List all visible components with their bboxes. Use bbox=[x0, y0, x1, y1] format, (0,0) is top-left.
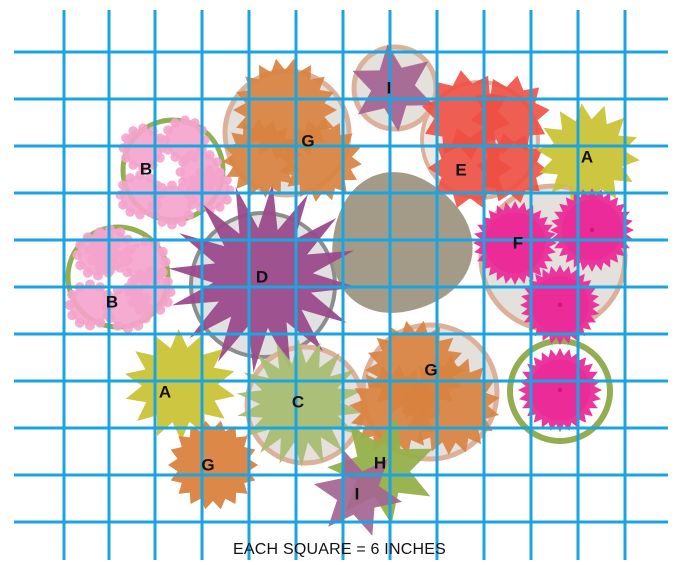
plant-b-clump-scallop bbox=[127, 277, 137, 287]
plant-b-clump-scallop bbox=[155, 269, 165, 279]
plant-b-clump-scallop bbox=[138, 124, 148, 134]
plant-b-clump-scallop bbox=[167, 181, 177, 191]
plant-b-clump-scallop bbox=[85, 321, 95, 331]
plant-b-clump-scallop bbox=[125, 207, 135, 217]
plant-b-clump-scallop bbox=[170, 152, 180, 162]
plant-b-clump-scallop bbox=[113, 321, 123, 331]
plant-b-clump-scallop bbox=[87, 255, 97, 265]
plant-b-clump-scallop bbox=[180, 116, 190, 126]
plant-b-clump-scallop bbox=[133, 321, 143, 331]
plant-b-clump-scallop bbox=[135, 269, 145, 279]
plant-label-e: E bbox=[455, 161, 466, 180]
plant-b-clump-scallop bbox=[95, 263, 105, 273]
plant-b-clump-scallop bbox=[205, 166, 215, 176]
plant-b-clump-scallop bbox=[176, 167, 186, 177]
plant-b-clump-scallop bbox=[161, 257, 171, 267]
plant-b-clump-scallop bbox=[118, 180, 128, 190]
plant-b-clump-scallop bbox=[121, 133, 131, 143]
plant-b-clump-scallop bbox=[157, 217, 167, 227]
plant-b-clump-scallop bbox=[158, 247, 168, 257]
plant-f-flower-dot bbox=[558, 388, 562, 392]
plant-b-clump-scallop bbox=[115, 263, 125, 273]
plant-b-clump-scallop bbox=[145, 207, 155, 217]
plant-b-clump-scallop bbox=[163, 277, 173, 287]
plant-b-clump-scallop bbox=[177, 217, 187, 227]
plant-label-i: I bbox=[355, 485, 360, 504]
plant-label-a: A bbox=[581, 148, 593, 167]
plant-label-a: A bbox=[159, 383, 171, 402]
plant-b-clump-scallop bbox=[121, 153, 131, 163]
plant-b-clump-scallop bbox=[123, 255, 133, 265]
plant-b-clump-scallop bbox=[212, 157, 222, 167]
plants-layer bbox=[65, 44, 640, 535]
plant-label-i: I bbox=[387, 79, 392, 98]
plant-label-g: G bbox=[301, 132, 314, 151]
plant-b-clump-scallop bbox=[75, 318, 85, 328]
plant-label-b: B bbox=[140, 160, 152, 179]
plant-b-clump-scallop bbox=[167, 220, 177, 230]
plant-b-clump-scallop bbox=[188, 175, 198, 185]
plant-b-clump-scallop bbox=[177, 183, 187, 193]
plant-b-clump-scallop bbox=[161, 135, 171, 145]
plant-label-b: B bbox=[106, 293, 118, 312]
plant-b-clump-scallop bbox=[195, 168, 205, 178]
plant-b-clump-core bbox=[190, 170, 229, 209]
plant-f-flower-dot bbox=[558, 303, 562, 307]
plant-b-clump-scallop bbox=[222, 195, 232, 205]
plant-label-g: G bbox=[424, 361, 437, 380]
plant-b-clump-scallop bbox=[115, 227, 125, 237]
plant-b-clump-scallop bbox=[65, 300, 75, 310]
plant-b-clump-scallop bbox=[128, 126, 138, 136]
plant-b-clump-scallop bbox=[83, 268, 93, 278]
plant-b-clump-scallop bbox=[135, 305, 145, 315]
plant-b-clump-scallop bbox=[215, 202, 225, 212]
plant-b-clump-scallop bbox=[163, 125, 173, 135]
plant-label-d: D bbox=[256, 268, 268, 287]
plant-b-clump-scallop bbox=[95, 318, 105, 328]
plant-b-clump-scallop bbox=[118, 200, 128, 210]
plant-b-clump-scallop bbox=[155, 305, 165, 315]
plant-b-clump-scallop bbox=[95, 227, 105, 237]
plant-f-flower-dot bbox=[590, 228, 594, 232]
plant-b-clump-scallop bbox=[123, 324, 133, 334]
plant-b-clump-scallop bbox=[155, 153, 165, 163]
plant-b-clump-scallop bbox=[188, 195, 198, 205]
scale-caption: EACH SQUARE = 6 INCHES bbox=[0, 541, 679, 559]
plant-b-clump-scallop bbox=[184, 210, 194, 220]
plant-b-clump-scallop bbox=[67, 290, 77, 300]
plant-b-clump-scallop bbox=[222, 175, 232, 185]
plant-b-clump-scallop bbox=[73, 250, 83, 260]
plant-b-clump-scallop bbox=[195, 202, 205, 212]
plant-b-clump-scallop bbox=[170, 118, 180, 128]
plant-b-clump-scallop bbox=[135, 210, 145, 220]
plant-b-clump-scallop bbox=[125, 173, 135, 183]
plant-b-clump-scallop bbox=[190, 152, 200, 162]
plant-b-clump-scallop bbox=[67, 310, 77, 320]
plant-label-f: F bbox=[513, 234, 523, 253]
plant-b-clump-core bbox=[130, 272, 171, 313]
plant-label-h: H bbox=[374, 454, 386, 473]
plant-b-clump-core bbox=[165, 120, 204, 159]
plant-label-g: G bbox=[201, 456, 214, 475]
plant-b-clump-scallop bbox=[127, 297, 137, 307]
plant-b-clump-scallop bbox=[75, 260, 85, 270]
plant-b-clump-scallop bbox=[85, 245, 95, 255]
plant-b-clump-scallop bbox=[180, 155, 190, 165]
plant-b-clump-scallop bbox=[128, 160, 138, 170]
plant-b-clump-scallop bbox=[163, 297, 173, 307]
plant-b-clump-scallop bbox=[126, 245, 136, 255]
plant-label-c: C bbox=[292, 393, 304, 412]
plant-b-clump-scallop bbox=[215, 168, 225, 178]
plant-b-clump-scallop bbox=[190, 118, 200, 128]
